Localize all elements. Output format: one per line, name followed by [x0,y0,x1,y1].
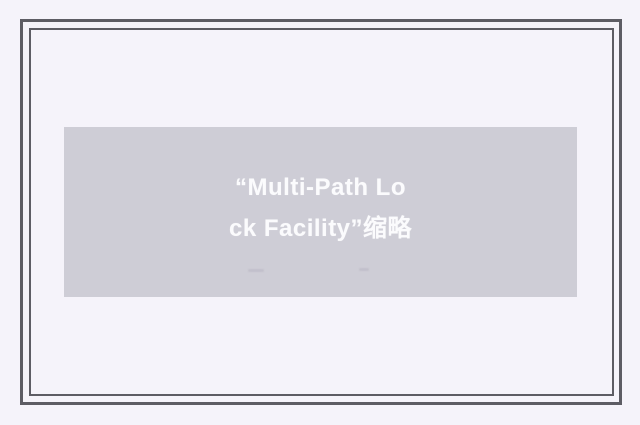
inner-frame-border [29,28,614,396]
faint-artifact-mark [359,268,369,271]
outer-frame-border [20,19,622,405]
placeholder-title-line2: ck Facility”缩略 [228,215,413,242]
faint-artifact-mark [248,269,264,272]
placeholder-title-line1: “Multi-Path Lo [235,174,406,201]
placeholder-title: “Multi-Path Lo ck Facility”缩略 [64,167,577,249]
thumbnail-placeholder-image: “Multi-Path Lo ck Facility”缩略 [64,127,577,297]
